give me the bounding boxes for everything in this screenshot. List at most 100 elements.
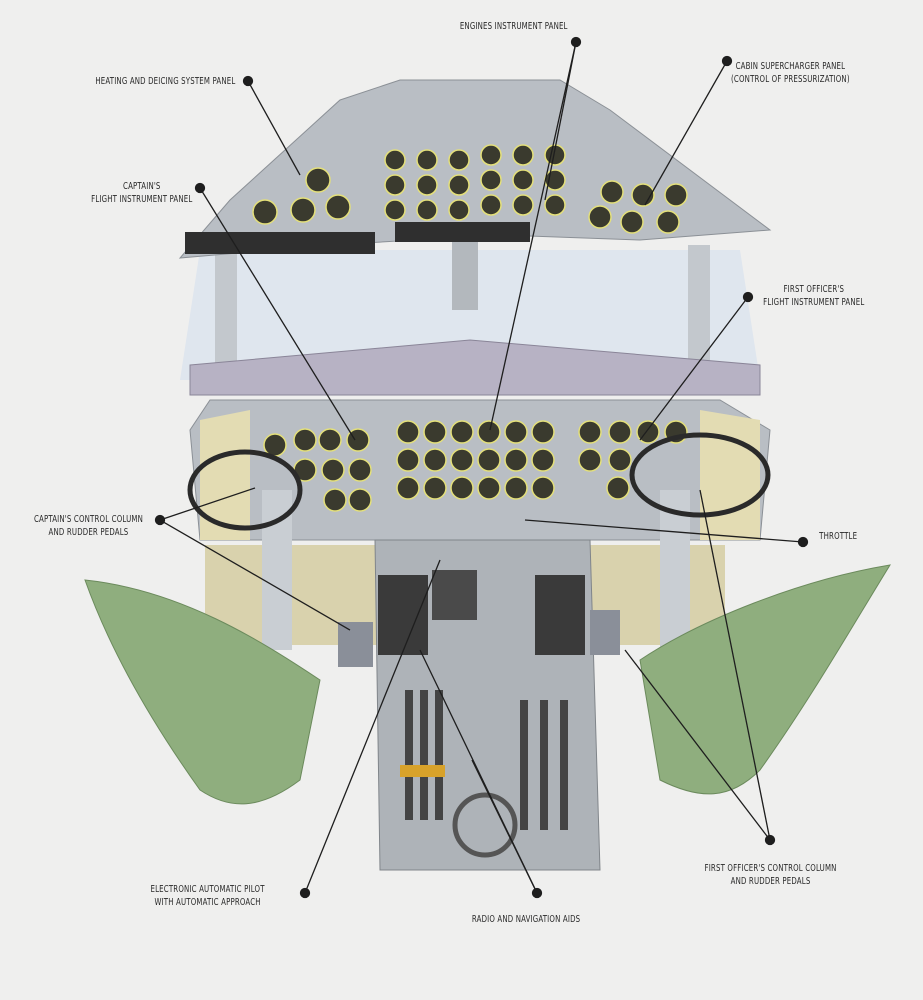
label-throttle: THROTTLE xyxy=(819,531,858,542)
gauge-dial xyxy=(531,476,555,500)
gauge-dial xyxy=(606,476,630,500)
main-panel-gauges xyxy=(263,420,688,512)
gauge-dial xyxy=(544,194,566,216)
gauge-dial xyxy=(321,458,345,482)
label-line: FIRST OFFICER'S CONTROL COLUMN xyxy=(704,863,837,874)
gauge-dial xyxy=(477,420,501,444)
gauge-dial xyxy=(512,144,534,166)
gauge-dial xyxy=(323,488,347,512)
pedestal-levers xyxy=(400,690,568,830)
gauge-dial xyxy=(656,210,680,234)
gauge-dial xyxy=(578,448,602,472)
glareshield xyxy=(189,339,761,396)
label-first-officers-flight-instrument-panel: FIRST OFFICER'S FLIGHT INSTRUMENT PANEL xyxy=(763,283,864,309)
label-line: FLIGHT INSTRUMENT PANEL xyxy=(91,194,193,205)
label-line: (CONTROL OF PRESSURIZATION) xyxy=(731,74,850,85)
gauge-dial xyxy=(325,194,351,220)
gauge-dial xyxy=(396,448,420,472)
gauge-dial xyxy=(608,420,632,444)
gauge-dial xyxy=(448,174,470,196)
label-electronic-automatic-pilot: ELECTRONIC AUTOMATIC PILOT WITH AUTOMATI… xyxy=(151,883,265,909)
label-heating-deicing-panel: HEATING AND DEICING SYSTEM PANEL xyxy=(95,76,236,87)
gauge-dial xyxy=(384,174,406,196)
gauge-dial xyxy=(423,448,447,472)
windshield-post-right xyxy=(688,245,710,380)
gauge-dial xyxy=(416,149,438,171)
label-line: AND RUDDER PEDALS xyxy=(730,876,811,887)
first-officer-control-column xyxy=(660,490,690,650)
gauge-dial xyxy=(450,476,474,500)
label-line: CAPTAIN'S CONTROL COLUMN xyxy=(33,514,143,525)
label-line: CAPTAIN'S xyxy=(123,181,161,192)
gauge-dial xyxy=(290,197,316,223)
side-panel-left xyxy=(200,410,250,540)
label-engines-instrument-panel: ENGINES INSTRUMENT PANEL xyxy=(459,21,568,32)
leader-lines xyxy=(154,36,809,899)
label-first-officers-control-column: FIRST OFFICER'S CONTROL COLUMN AND RUDDE… xyxy=(704,862,836,888)
label-captains-flight-instrument-panel: CAPTAIN'S FLIGHT INSTRUMENT PANEL xyxy=(91,180,192,206)
label-captains-control-column: CAPTAIN'S CONTROL COLUMN AND RUDDER PEDA… xyxy=(34,513,143,539)
gauge-dial xyxy=(384,149,406,171)
label-line: CABIN SUPERCHARGER PANEL xyxy=(735,61,846,72)
gauge-dial xyxy=(448,199,470,221)
windshield-post-left xyxy=(215,245,237,380)
gauge-dial xyxy=(252,199,278,225)
gauge-dial xyxy=(504,448,528,472)
label-line: FIRST OFFICER'S xyxy=(783,284,845,295)
switch-row-center xyxy=(395,222,530,242)
gauge-dial xyxy=(318,428,342,452)
windshield xyxy=(180,250,760,380)
gauge-dial xyxy=(348,458,372,482)
gauge-dial xyxy=(293,428,317,452)
gauge-dial xyxy=(448,149,470,171)
center-post xyxy=(452,235,478,310)
label-line: AND RUDDER PEDALS xyxy=(48,527,129,538)
gauge-dial xyxy=(512,169,534,191)
gauge-dial xyxy=(423,420,447,444)
label-line: FLIGHT INSTRUMENT PANEL xyxy=(763,297,865,308)
label-radio-navigation-aids: RADIO AND NAVIGATION AIDS xyxy=(471,914,581,925)
gauge-dial xyxy=(477,476,501,500)
throttle-quadrant xyxy=(432,570,477,620)
gauge-dial xyxy=(480,194,502,216)
gauge-dial xyxy=(504,420,528,444)
gauge-dial xyxy=(305,167,331,193)
trim-wheel xyxy=(452,792,518,858)
gauge-dial xyxy=(416,199,438,221)
gauge-dial xyxy=(531,420,555,444)
gauge-dial xyxy=(504,476,528,500)
gauge-dial xyxy=(578,420,602,444)
captain-rudder-pedal xyxy=(338,622,373,667)
gauge-dial xyxy=(600,180,624,204)
gauge-dial xyxy=(384,199,406,221)
gauge-dial xyxy=(588,205,612,229)
gauge-dial xyxy=(423,476,447,500)
label-line: WITH AUTOMATIC APPROACH xyxy=(154,897,261,908)
label-cabin-supercharger-panel: CABIN SUPERCHARGER PANEL (CONTROL OF PRE… xyxy=(731,60,850,86)
first-officer-rudder-pedal xyxy=(590,610,620,655)
gauge-dial xyxy=(631,183,655,207)
gauge-dial xyxy=(512,194,534,216)
label-line: ELECTRONIC AUTOMATIC PILOT xyxy=(150,884,265,895)
radio-controller xyxy=(535,575,585,655)
gauge-dial xyxy=(346,428,370,452)
gauge-dial xyxy=(480,169,502,191)
gauge-dial xyxy=(396,476,420,500)
first-officer-yoke xyxy=(629,432,771,518)
gauge-dial xyxy=(664,183,688,207)
gauge-dial xyxy=(477,448,501,472)
captain-seat xyxy=(84,579,321,805)
gauge-dial xyxy=(396,420,420,444)
gauge-dial xyxy=(480,144,502,166)
gauge-dial xyxy=(620,210,644,234)
gauge-dial xyxy=(348,488,372,512)
switch-row xyxy=(185,232,375,254)
autopilot-controller xyxy=(378,575,428,655)
gauge-dial xyxy=(450,420,474,444)
gauge-dial xyxy=(416,174,438,196)
captain-yoke xyxy=(187,449,303,531)
overhead-gauges xyxy=(252,144,688,234)
gauge-dial xyxy=(450,448,474,472)
gauge-dial xyxy=(608,448,632,472)
first-officer-seat xyxy=(639,564,892,795)
